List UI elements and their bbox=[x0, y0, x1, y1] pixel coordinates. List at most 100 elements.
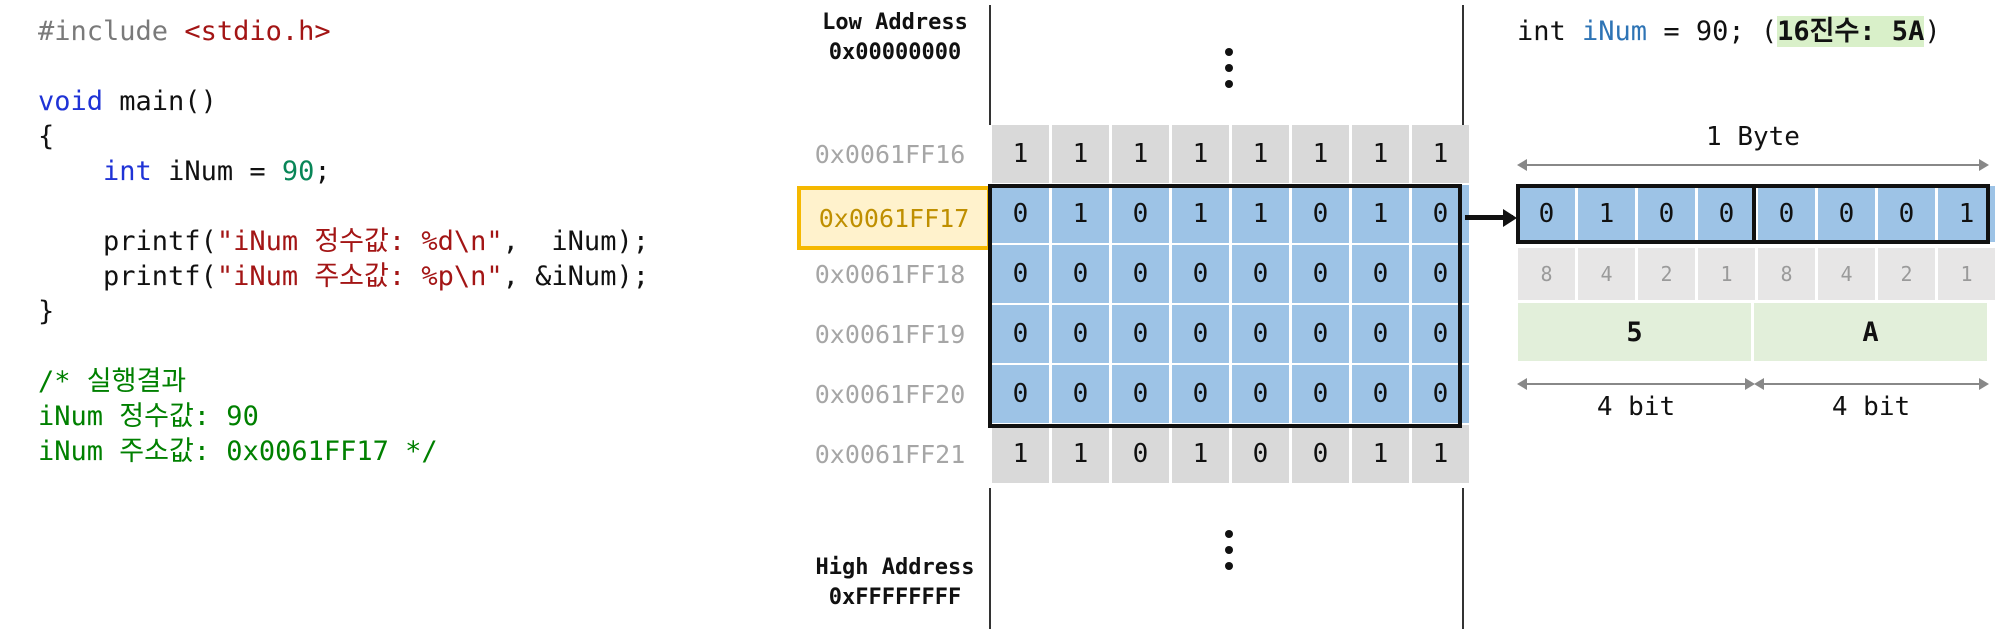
memory-bit-cell: 0 bbox=[1292, 305, 1349, 363]
code-token: /* 실행결과 bbox=[38, 366, 187, 397]
memory-bit-cell: 0 bbox=[1112, 185, 1169, 243]
title-type: int bbox=[1517, 16, 1583, 47]
high-address-value: 0xFFFFFFFF bbox=[828, 585, 962, 610]
code-token: #include bbox=[38, 16, 185, 47]
memory-bit-cell: 0 bbox=[992, 185, 1049, 243]
code-token: "iNum 주소값: %p\n" bbox=[216, 261, 503, 292]
code-line bbox=[38, 329, 649, 364]
code-token bbox=[38, 156, 103, 187]
title-hex: 16진수: 5A bbox=[1777, 16, 1925, 47]
memory-bit-cell: 0 bbox=[1052, 365, 1109, 423]
code-token: printf( bbox=[38, 226, 217, 257]
memory-bit-cell: 0 bbox=[1052, 245, 1109, 303]
nibble-frame-low bbox=[1752, 184, 1990, 244]
memory-bit-cell: 0 bbox=[992, 245, 1049, 303]
high-address-label: High Address bbox=[815, 555, 975, 580]
code-line: printf("iNum 정수값: %d\n", iNum); bbox=[38, 224, 649, 259]
memory-bit-cell: 0 bbox=[1232, 245, 1289, 303]
memory-bit-cell: 0 bbox=[1172, 365, 1229, 423]
byte-bit-cell: 0 bbox=[1518, 186, 1575, 242]
title-variable: iNum bbox=[1582, 16, 1648, 47]
code-token: ; bbox=[314, 156, 331, 187]
code-token: iNum 주소값: 0x0061FF17 */ bbox=[38, 436, 438, 467]
memory-address: 0x0061FF17 bbox=[797, 186, 991, 250]
ellipsis-bottom bbox=[1225, 530, 1233, 570]
memory-right-border-top bbox=[1462, 5, 1464, 125]
memory-bit-cell: 1 bbox=[1412, 125, 1469, 183]
nibble-frame-high bbox=[1516, 184, 1756, 244]
memory-bit-cell: 1 bbox=[992, 125, 1049, 183]
byte-bit-cell: 1 bbox=[1578, 186, 1635, 242]
memory-bit-cell: 1 bbox=[1052, 185, 1109, 243]
memory-bit-cell: 0 bbox=[1172, 305, 1229, 363]
nibble-label-right: 4 bit bbox=[1831, 392, 1911, 422]
code-token: 90 bbox=[281, 156, 315, 187]
memory-bit-cell: 0 bbox=[1232, 305, 1289, 363]
code-line bbox=[38, 49, 649, 84]
code-token: iNum 정수값: 90 bbox=[38, 401, 259, 432]
byte-link-arrow bbox=[1465, 209, 1517, 227]
byte-bit-cell: 0 bbox=[1878, 186, 1935, 242]
code-token: } bbox=[38, 296, 55, 327]
memory-bit-cell: 0 bbox=[992, 365, 1049, 423]
memory-bit-cell: 1 bbox=[1412, 425, 1469, 483]
memory-bit-cell: 1 bbox=[1352, 185, 1409, 243]
memory-bit-cell: 0 bbox=[1292, 425, 1349, 483]
memory-bit-cell: 1 bbox=[1052, 125, 1109, 183]
memory-address: 0x0061FF20 bbox=[814, 379, 966, 409]
bit-weight-cell: 8 bbox=[1518, 248, 1575, 300]
bit-weight-cell: 2 bbox=[1878, 248, 1935, 300]
code-token: "iNum 정수값: %d\n" bbox=[216, 226, 503, 257]
memory-bit-cell: 1 bbox=[992, 425, 1049, 483]
title-assign: = 90; ( bbox=[1647, 16, 1778, 47]
memory-bit-cell: 1 bbox=[1232, 125, 1289, 183]
memory-bit-cell: 0 bbox=[1292, 365, 1349, 423]
memory-bit-cell: 0 bbox=[1232, 365, 1289, 423]
memory-bit-cell: 0 bbox=[1112, 245, 1169, 303]
memory-right-border-bottom bbox=[1462, 488, 1464, 629]
code-line: /* 실행결과 bbox=[38, 364, 649, 399]
low-address-label: Low Address bbox=[822, 10, 968, 35]
memory-bit-cell: 1 bbox=[1112, 125, 1169, 183]
memory-address: 0x0061FF16 bbox=[814, 139, 966, 169]
code-line: iNum 주소값: 0x0061FF17 */ bbox=[38, 434, 649, 469]
bit-weight-cell: 4 bbox=[1818, 248, 1875, 300]
code-line: iNum 정수값: 90 bbox=[38, 399, 649, 434]
memory-bit-cell: 1 bbox=[1172, 425, 1229, 483]
memory-bit-cell: 0 bbox=[1172, 245, 1229, 303]
memory-bit-cell: 1 bbox=[1172, 185, 1229, 243]
memory-bit-cell: 1 bbox=[1292, 125, 1349, 183]
code-block: #include <stdio.h>void main(){ int iNum … bbox=[38, 14, 649, 469]
low-address-header: Low Address 0x00000000 bbox=[805, 8, 985, 68]
code-line: #include <stdio.h> bbox=[38, 14, 649, 49]
byte-bit-cell: 1 bbox=[1938, 186, 1995, 242]
bit-weight-cell: 8 bbox=[1758, 248, 1815, 300]
memory-left-border-top bbox=[989, 5, 991, 125]
ellipsis-top bbox=[1225, 48, 1233, 88]
code-line: printf("iNum 주소값: %p\n", &iNum); bbox=[38, 259, 649, 294]
code-token: int bbox=[103, 156, 152, 187]
code-token: printf( bbox=[38, 261, 217, 292]
high-address-header: High Address 0xFFFFFFFF bbox=[805, 553, 985, 613]
title-close: ) bbox=[1924, 16, 1941, 47]
code-token: <stdio.h> bbox=[184, 16, 331, 47]
memory-bit-cell: 0 bbox=[1352, 245, 1409, 303]
code-line bbox=[38, 189, 649, 224]
memory-bit-cell: 0 bbox=[1052, 305, 1109, 363]
byte-bit-cell: 0 bbox=[1818, 186, 1875, 242]
code-token: , iNum); bbox=[502, 226, 649, 257]
low-address-value: 0x00000000 bbox=[828, 40, 962, 65]
byte-span-arrow bbox=[1517, 159, 1989, 171]
inum-bytes-frame bbox=[988, 184, 1462, 428]
hex-digit-cell: A bbox=[1754, 303, 1987, 361]
bit-weight-cell: 1 bbox=[1938, 248, 1995, 300]
byte-label: 1 Byte bbox=[1706, 122, 1800, 152]
code-token: main() bbox=[103, 86, 217, 117]
memory-left-border-bottom bbox=[989, 488, 991, 629]
bit-weight-cell: 2 bbox=[1638, 248, 1695, 300]
